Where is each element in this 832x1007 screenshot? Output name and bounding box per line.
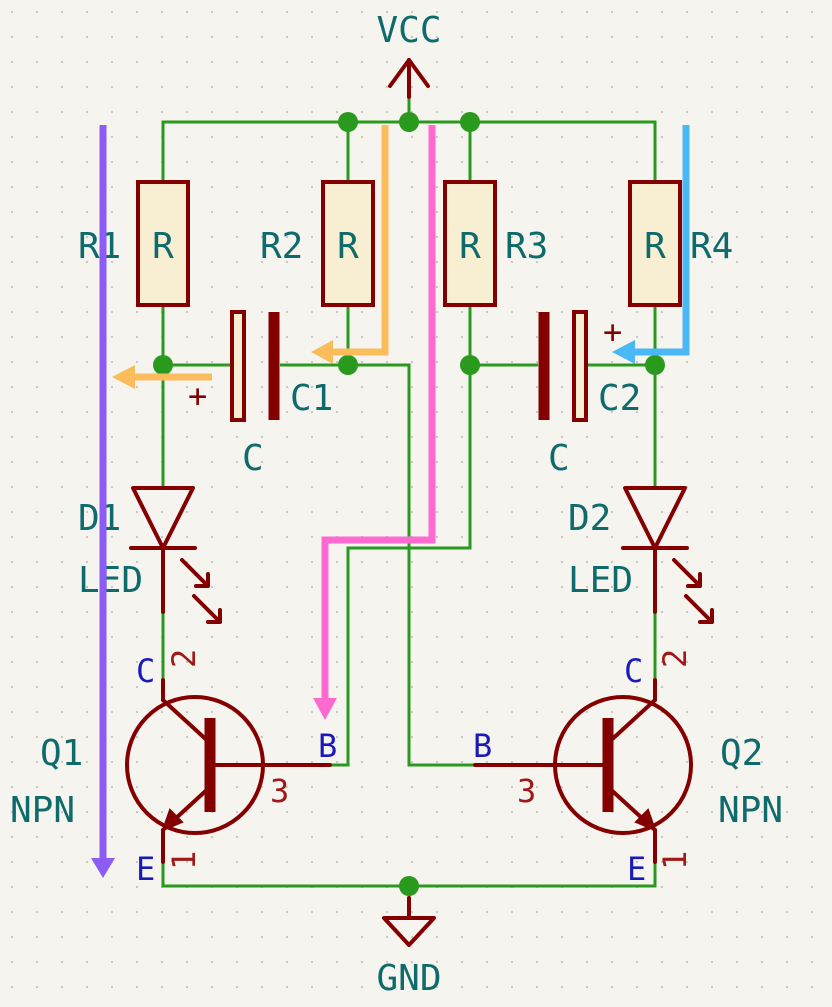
capacitor-c1[interactable]: + C1 C <box>188 310 333 479</box>
pin-name-c: C <box>136 652 155 690</box>
junction-dot <box>338 355 358 375</box>
resistor-value: R <box>337 226 359 267</box>
resistor-value: R <box>152 226 174 267</box>
pin-num-e: 1 <box>656 851 694 870</box>
transistor-ref: Q2 <box>720 733 763 774</box>
pin-name-b: B <box>473 727 492 765</box>
junction-dot <box>399 112 419 132</box>
pin-name-e: E <box>136 850 155 888</box>
capacitor-c2[interactable]: + C2 C <box>538 310 641 479</box>
gnd-label: GND <box>376 958 441 999</box>
led-value: LED <box>78 560 143 601</box>
c1-to-q2-base-wire[interactable] <box>348 363 475 767</box>
pin-num-b: 3 <box>517 772 536 810</box>
pin-name-c: C <box>624 652 643 690</box>
transistor-ref: Q1 <box>40 733 83 774</box>
orange-arrow-icon <box>112 125 389 389</box>
resistor-value: R <box>459 226 481 267</box>
transistor-value: NPN <box>718 790 783 831</box>
capacitor-value: C <box>548 438 570 479</box>
emitter-arrow-icon <box>161 808 184 832</box>
led-value: LED <box>568 560 633 601</box>
current-path-arrows <box>91 125 690 878</box>
transistor-value: NPN <box>10 790 75 831</box>
capacitor-positive-plate-icon <box>572 310 588 422</box>
light-emission-arrows-icon <box>180 558 222 624</box>
capacitor-polarity-mark: + <box>603 313 622 351</box>
junction-dot <box>460 112 480 132</box>
transistor-q1[interactable]: C 2 B 3 E 1 Q1 NPN <box>10 649 337 888</box>
resistor-value: R <box>644 226 666 267</box>
light-emission-arrows-icon <box>672 558 714 624</box>
led-d1[interactable]: D1 LED <box>78 486 222 624</box>
diode-triangle-icon <box>623 486 687 550</box>
transistor-q2[interactable]: C 2 B 3 E 1 Q2 NPN <box>473 649 783 888</box>
resistor-r4[interactable]: R R4 <box>628 180 733 307</box>
pin-name-e: E <box>627 850 646 888</box>
resistor-ref: R2 <box>260 226 303 267</box>
vcc-label: VCC <box>376 10 441 51</box>
resistor-ref: R3 <box>505 226 548 267</box>
purple-arrow-icon <box>91 125 115 878</box>
resistor-body-icon <box>628 180 682 307</box>
resistor-r3[interactable]: R R3 <box>443 180 548 307</box>
pink-arrow-icon <box>313 125 436 720</box>
resistor-body-icon <box>321 180 375 307</box>
junction-dot <box>460 355 480 375</box>
emitter-arrow-icon <box>634 808 657 832</box>
pin-num-b: 3 <box>270 772 289 810</box>
collector-diagonal <box>606 698 657 745</box>
capacitor-value: C <box>242 438 264 479</box>
diode-triangle-icon <box>131 486 195 550</box>
blue-arrow-icon <box>612 125 690 364</box>
pin-num-c: 2 <box>656 649 694 668</box>
junction-dot <box>153 355 173 375</box>
junction-dot <box>338 112 358 132</box>
resistor-body-icon <box>136 180 190 307</box>
vcc-symbol[interactable]: VCC <box>376 10 442 99</box>
capacitor-ref: C2 <box>598 378 641 419</box>
gnd-symbol[interactable]: GND <box>376 896 442 999</box>
junction-dot <box>399 876 419 896</box>
gnd-triangle-icon <box>382 916 436 947</box>
junction-dot <box>645 355 665 375</box>
pin-name-b: B <box>318 727 337 765</box>
resistor-r2[interactable]: R R2 <box>260 180 375 307</box>
collector-diagonal <box>161 698 212 745</box>
resistor-ref: R4 <box>690 226 733 267</box>
pin-num-c: 2 <box>165 649 203 668</box>
led-ref: D2 <box>568 498 611 539</box>
capacitor-polarity-mark: + <box>188 377 207 415</box>
pin-num-e: 1 <box>165 851 203 870</box>
r3-to-q1-base-wire[interactable] <box>330 305 472 767</box>
resistor-body-icon <box>443 180 497 307</box>
capacitor-ref: C1 <box>290 378 333 419</box>
led-d2[interactable]: D2 LED <box>568 486 714 624</box>
junctions <box>153 112 665 896</box>
capacitor-positive-plate-icon <box>230 310 246 422</box>
